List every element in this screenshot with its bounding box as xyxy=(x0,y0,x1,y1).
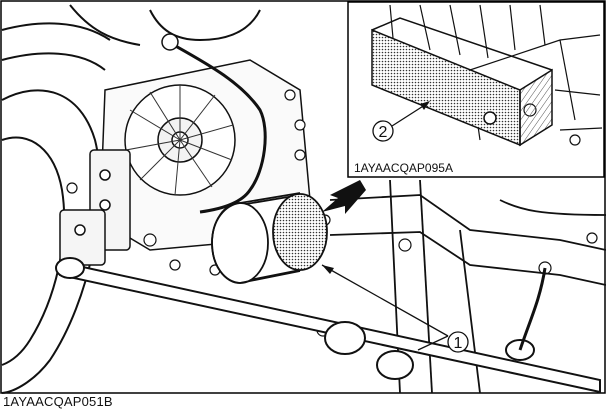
callout-1: 1 xyxy=(447,331,469,353)
cooling-fins xyxy=(125,85,234,196)
callout-1-arrowhead xyxy=(322,265,334,274)
callout-2-arrowhead xyxy=(420,101,430,110)
direction-arrow xyxy=(322,180,366,214)
tie-rod xyxy=(55,257,601,394)
callout-2: 2 xyxy=(372,120,394,142)
callout-1-label: 1 xyxy=(454,335,463,352)
oil-filter xyxy=(211,192,328,284)
figure-code: 1AYAACQAP051B xyxy=(3,394,113,409)
steering-arm xyxy=(518,267,547,351)
inset-filter-panel xyxy=(371,17,553,147)
callout-2-label: 2 xyxy=(379,124,388,141)
hoses xyxy=(1,4,261,71)
inset-figure-code: 1AYAACQAP095A xyxy=(354,161,453,175)
pipe-fitting xyxy=(161,33,179,51)
callout-1-leaders xyxy=(321,264,449,351)
